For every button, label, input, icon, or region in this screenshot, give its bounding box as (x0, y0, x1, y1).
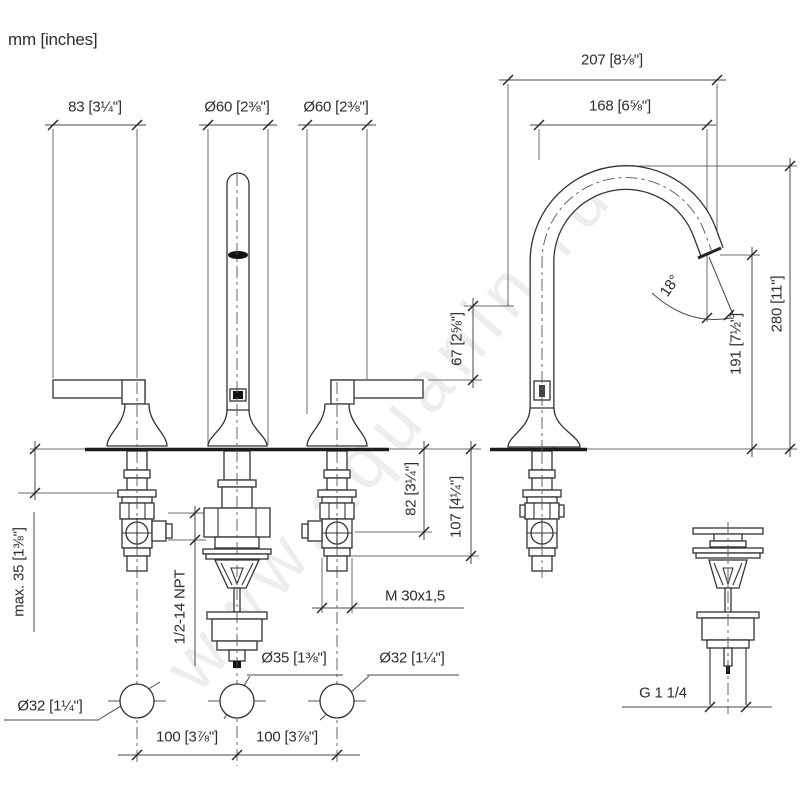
spout-front (207, 172, 268, 447)
label-drain-thread: G 1 1/4 (639, 684, 687, 702)
handle-right (306, 379, 424, 447)
dim-handle-escutcheon: Ø60 [2⅜"] (303, 98, 369, 116)
dim-outlet-height: 191 [7½"] (727, 313, 745, 375)
dim-handle-height: 67 [2⅝"] (448, 312, 466, 366)
valve-left (117, 450, 173, 572)
dim-handle-hole-right: Ø32 [1¼"] (379, 649, 445, 667)
dim-hole-spacing-right: 100 [3⅞"] (256, 728, 318, 746)
units-label: mm [inches] (8, 30, 98, 49)
dim-spout-projection: 207 [8⅛"] (581, 51, 643, 69)
centerlines (108, 174, 729, 766)
dimension-ticks (29, 74, 796, 761)
dim-popup-hole: Ø35 [1⅜"] (261, 649, 327, 667)
handle-left (52, 379, 168, 447)
outlet-face (697, 246, 722, 260)
label-supply-thread: 1/2-14 NPT (171, 569, 189, 645)
dim-spout-escutcheon: Ø60 [2⅜"] (204, 98, 270, 116)
dim-max-deck-thickness: max. 35 [1⅜"] (10, 527, 28, 617)
dim-below-deck-82: 82 [3¼"] (402, 462, 420, 516)
dim-below-deck-107: 107 [4¼"] (447, 476, 465, 538)
extension-lines (18, 84, 797, 613)
dim-lever-length: 83 [3¼"] (68, 98, 122, 116)
dim-handle-hole-left: Ø32 [1¼"] (17, 697, 83, 715)
valve-right (301, 450, 357, 572)
dim-hole-spacing-left: 100 [3⅞"] (156, 728, 218, 746)
dim-aerator-projection: 168 [6⅝"] (589, 97, 651, 115)
dim-spout-height: 280 [11"] (768, 275, 786, 333)
mounting-hole-circles (119, 683, 355, 719)
spout-side (507, 165, 724, 449)
label-valve-shank-thread: M 30x1,5 (384, 587, 446, 605)
faucet-side-view (490, 165, 764, 705)
aerator-outlet-front (228, 251, 248, 259)
